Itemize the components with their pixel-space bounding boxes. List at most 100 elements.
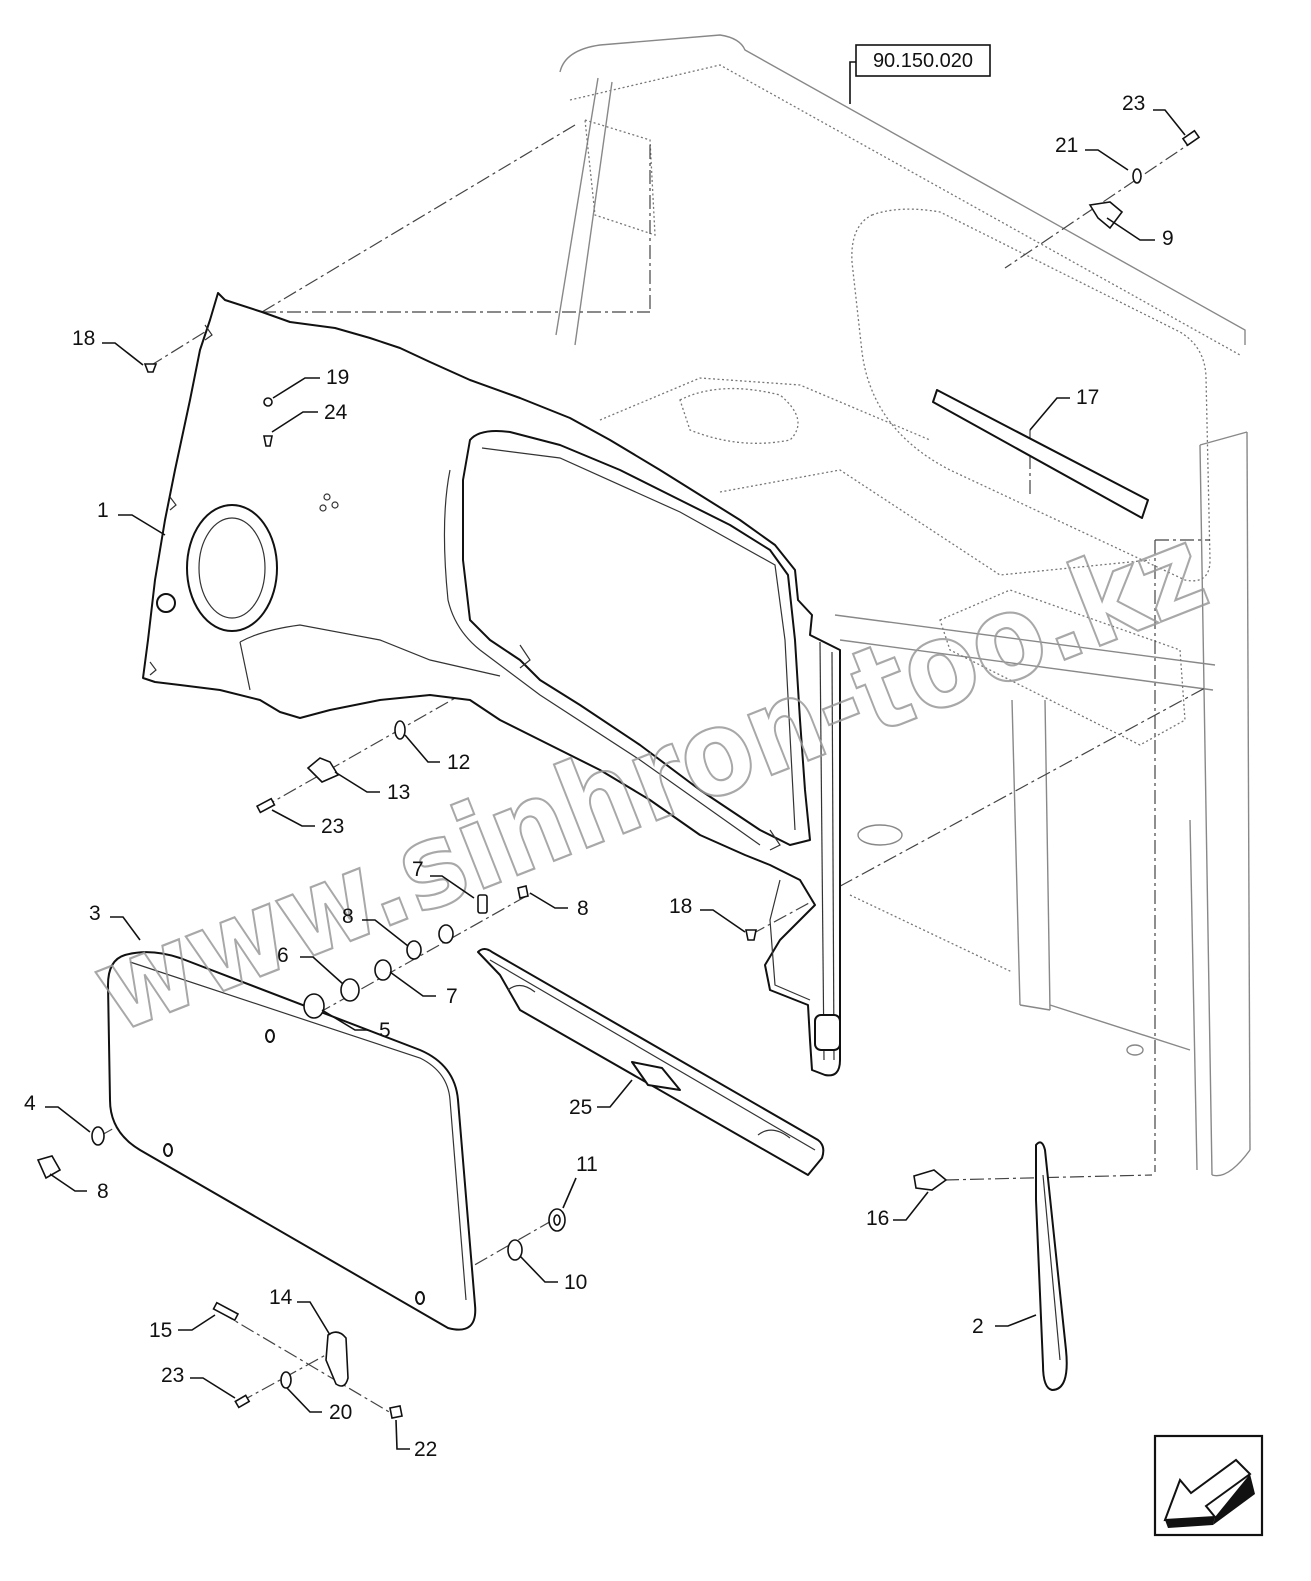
callout-label: 9 [1162,227,1174,250]
callout-nut: 4 [24,1092,91,1133]
callout-washer-c: 7 [389,971,458,1008]
washer [340,978,360,1002]
callout-label: 25 [569,1096,592,1119]
callout-clip-right: 8 [529,892,589,920]
callout-label: 13 [387,781,410,804]
clip [36,1155,62,1180]
screw [263,435,273,447]
callout-label: 17 [1076,386,1099,409]
clip [477,894,488,914]
bolt [212,1301,240,1322]
callout-label: 15 [149,1319,172,1342]
callout-label: 1 [97,499,109,522]
callout-label: 14 [269,1286,293,1309]
bolt [1181,129,1201,147]
screw [745,929,757,941]
sill-strip [477,948,825,1176]
callouts: 23 21 9 18 19 24 17 1 12 13 23 7 8 18 3 … [24,92,1186,1461]
side-trim-panel [142,292,841,1077]
callout-label: 3 [89,902,101,925]
clip [913,1169,948,1191]
washer [394,720,406,740]
callout-bracket-top: 9 [1106,217,1174,250]
bolt [234,1394,251,1409]
callout-label: 18 [72,327,95,350]
callout-sill-strip: 25 [569,1079,633,1119]
clip [389,1405,403,1419]
callout-bolt-long: 15 [149,1314,216,1342]
cab-frame [555,34,1251,1177]
washer [406,940,422,960]
callout-screw-upper: 18 [72,327,144,366]
callout-clip-bottom: 22 [395,1419,437,1461]
previous-page-button[interactable] [1153,1434,1264,1537]
washer [438,924,454,944]
callout-label: 20 [329,1401,352,1424]
callout-label: 4 [24,1092,36,1115]
callout-clip-pillar: 16 [866,1191,929,1230]
callout-clip-left: 8 [49,1173,109,1203]
callout-label: 8 [577,897,589,920]
clip [263,397,273,407]
previous-page-arrow-icon [1163,1458,1255,1528]
callout-label: 7 [412,858,424,881]
callout-screw-lower: 18 [669,895,746,933]
callout-bolt-lower: 23 [161,1364,236,1399]
reference-link[interactable]: 90.150.020 [849,44,991,104]
grommet-core [553,1214,561,1226]
washer [1132,168,1142,184]
callout-label: 11 [576,1153,598,1176]
callout-label: 5 [379,1019,391,1042]
pillar-strip [1035,1141,1068,1391]
callout-label: 23 [161,1364,184,1387]
callout-label: 10 [564,1271,587,1294]
nut [91,1126,105,1146]
lower-trim-panel [107,951,477,1331]
callout-washer-a: 8 [342,905,409,947]
callout-label: 7 [446,985,458,1008]
callout-label: 21 [1055,134,1078,157]
callout-washer-lower: 10 [519,1255,587,1294]
upper-rail [932,389,1149,519]
callout-label: 19 [326,366,349,389]
bracket [325,1331,349,1387]
callout-washer-top: 21 [1055,134,1129,171]
callout-label: 6 [277,944,289,967]
callout-label: 8 [97,1180,109,1203]
callout-label: 8 [342,905,354,928]
callout-label: 18 [669,895,692,918]
callout-grommet: 11 [562,1153,598,1209]
reference-box[interactable] [855,44,991,77]
callout-lower-panel: 3 [89,902,141,941]
callout-screw-center: 24 [271,401,348,433]
bolt [255,797,276,814]
callout-label: 2 [972,1315,984,1338]
callout-pillar-strip: 2 [972,1314,1037,1338]
callout-bracket-mid: 13 [334,771,410,804]
callout-bracket-lower: 14 [269,1286,331,1336]
callout-washer-b: 6 [277,944,344,985]
washer [507,1239,523,1261]
callout-label: 12 [447,751,470,774]
callout-washer-mid: 12 [404,734,470,774]
callout-label: 16 [866,1207,889,1230]
callout-washer-d: 5 [321,1009,391,1042]
bracket [306,757,340,783]
callout-label: 22 [414,1438,437,1461]
callout-bolt-mid: 23 [271,809,344,838]
callout-clip-upper: 19 [272,366,349,399]
rear-window-outline [851,208,1211,582]
callout-clip-strip: 7 [412,858,475,899]
clip [517,885,529,899]
callout-label: 24 [324,401,348,424]
washer [280,1371,292,1389]
callout-washer-bottom: 20 [286,1387,352,1424]
callout-rail: 17 [1029,386,1099,431]
callout-label: 23 [321,815,344,838]
washer [303,993,325,1019]
callout-side-panel: 1 [97,499,166,536]
callout-bolt-top: 23 [1122,92,1186,136]
screw [143,363,158,373]
washer [374,959,392,981]
